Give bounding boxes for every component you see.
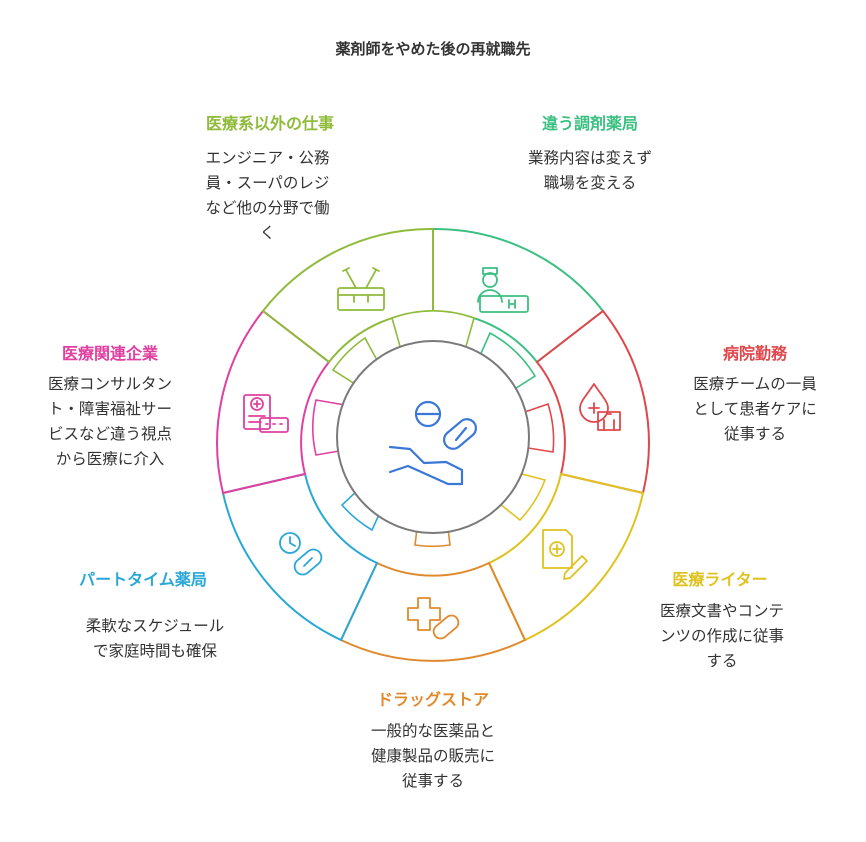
heading-other: 医療系以外の仕事 <box>205 114 334 133</box>
hospital-icon <box>579 383 621 431</box>
heading-hospital: 病院勤務 <box>722 344 787 363</box>
segment-drugstore <box>339 561 527 662</box>
heading-writer: 医療ライター <box>672 570 768 589</box>
toolbox-icon <box>337 267 385 311</box>
desc-related: 医療コンサルタン ト・障害福祉サー ビスなど違う視点 から医療に介入 <box>47 375 172 468</box>
medical-document-icon <box>542 529 588 580</box>
heading-pharmacy: 違う調剤薬局 <box>541 114 638 133</box>
heading-related: 医療関連企業 <box>61 344 158 363</box>
pharmacist-icon <box>477 267 529 313</box>
desc-other: エンジニア・公務 員・スーパのレジ など他の分野で働 く <box>205 149 330 242</box>
medicine-cross-icon <box>407 597 460 640</box>
heading-drugstore: ドラッグストア <box>376 690 489 709</box>
desc-writer: 医療文書やコンテ ンツの作成に従事 する <box>659 602 784 670</box>
desc-pharmacy: 業務内容は変えず 職場を変える <box>527 149 652 192</box>
hand-pills-icon <box>388 400 477 486</box>
clock-pill-icon <box>279 532 323 576</box>
segment-hospital <box>535 309 650 495</box>
center-circle <box>336 340 530 534</box>
desc-drugstore: 一般的な医薬品と 健康製品の販売に 従事する <box>370 722 495 790</box>
heading-parttime: パートタイム薬局 <box>79 570 207 589</box>
medical-record-icon <box>243 394 289 433</box>
desc-parttime: 柔軟なスケジュール で家庭時間も確保 <box>85 617 225 660</box>
segment-other <box>261 227 434 364</box>
diagram-title: 薬剤師をやめた後の再就職先 <box>335 40 531 58</box>
desc-hospital: 医療チームの一員 として患者ケアに 従事する <box>693 375 817 443</box>
segment-related <box>216 309 331 495</box>
